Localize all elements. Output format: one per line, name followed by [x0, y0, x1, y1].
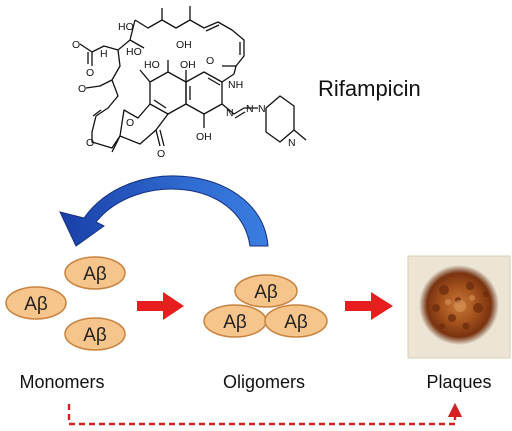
methoxy-bond	[85, 79, 113, 89]
abeta-label: Aβ	[254, 282, 278, 303]
atom-label: O	[78, 83, 86, 95]
double-bond	[92, 109, 102, 117]
stage-label-monomers: Monomers	[19, 372, 104, 392]
rifampicin-structure	[79, 6, 307, 153]
oligomer-ellipse: Aβ	[264, 304, 328, 338]
atom-label: O	[206, 55, 214, 67]
acetate-bond	[79, 43, 119, 53]
carbonyl-bond	[155, 129, 161, 147]
atom-label: O	[86, 67, 94, 79]
atom-label: H	[100, 48, 108, 60]
atom-label: HO	[144, 59, 160, 71]
monomer-ellipse: Aβ	[64, 256, 126, 290]
monomer-ellipse: Aβ	[64, 317, 126, 351]
ring-ether-bond	[91, 132, 121, 149]
atom-label: HO	[126, 46, 142, 58]
abeta-label: Aβ	[24, 294, 48, 315]
hydrazone-bond	[221, 103, 258, 115]
inhibition-arrow	[59, 175, 269, 247]
ring-b	[185, 71, 223, 115]
monomers-group: Aβ Aβ Aβ	[5, 256, 126, 351]
atom-label: O	[157, 148, 165, 160]
stage-label-oligomers: Oligomers	[223, 372, 305, 392]
abeta-label: Aβ	[83, 264, 107, 285]
double-bond	[234, 111, 246, 119]
oligomer-ellipse: Aβ	[203, 304, 267, 338]
atom-label: HO	[118, 21, 134, 33]
atom-label: N	[288, 137, 296, 149]
abeta-label: Aβ	[223, 312, 247, 333]
atom-label: OH	[176, 39, 192, 51]
abeta-label: Aβ	[284, 312, 308, 333]
atom-label: NH	[228, 79, 243, 91]
aromatic-bond	[207, 77, 221, 86]
rifampicin-atom-labels: HO H HO OH HO OH O O O O O O NH N N N N …	[72, 21, 296, 160]
atom-label: O	[126, 117, 134, 129]
carbonyl-bond	[159, 129, 165, 147]
ring-a	[149, 71, 187, 115]
piperazine-ring	[265, 95, 295, 143]
monomer-ellipse: Aβ	[5, 286, 67, 320]
oligomers-group: Aβ Aβ Aβ	[203, 274, 328, 338]
atom-label: N	[246, 103, 254, 115]
atom-label: N	[258, 103, 266, 115]
stage-label-plaques: Plaques	[426, 372, 491, 392]
atom-label: OH	[196, 131, 212, 143]
aromatic-bond	[153, 99, 167, 109]
drug-name-label: Rifampicin	[318, 76, 421, 101]
forward-arrow-2	[345, 292, 393, 320]
abeta-label: Aβ	[83, 325, 107, 346]
double-bond	[205, 24, 220, 32]
ansa-chain-bond	[134, 19, 245, 67]
oligomer-ellipse: Aβ	[234, 274, 298, 308]
plaque-image	[407, 255, 511, 359]
methyl-bond	[129, 39, 145, 49]
atom-label: N	[226, 107, 234, 119]
atom-label: OH	[180, 59, 196, 71]
atom-label: O	[86, 137, 94, 149]
methyl-bond	[293, 129, 307, 141]
left-chain-bond	[91, 19, 136, 133]
atom-label: O	[72, 39, 80, 51]
dashed-bypass-arrow	[67, 402, 463, 426]
methyl-bond	[111, 135, 121, 153]
amide-bond	[221, 65, 237, 83]
forward-arrow-1	[137, 292, 184, 320]
methyl-bond	[139, 69, 151, 83]
